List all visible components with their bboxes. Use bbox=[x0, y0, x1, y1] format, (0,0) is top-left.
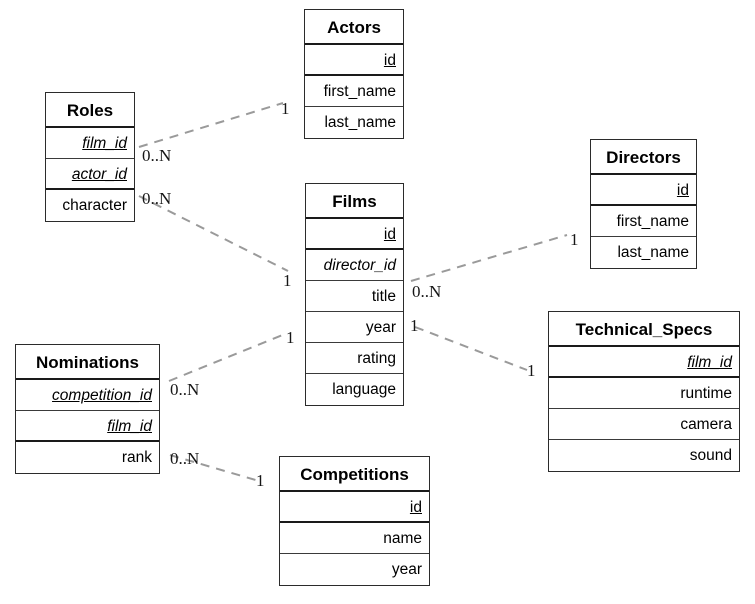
entity-title-roles: Roles bbox=[46, 93, 134, 128]
attribute-label: film_id bbox=[82, 135, 127, 152]
attribute-label: title bbox=[371, 288, 396, 305]
entity-title-competitions: Competitions bbox=[280, 457, 429, 492]
attribute-label: year bbox=[365, 319, 396, 336]
attribute-films-language[interactable]: language bbox=[306, 374, 403, 405]
entity-title-actors: Actors bbox=[305, 10, 403, 45]
attribute-technical_specs-runtime[interactable]: runtime bbox=[549, 378, 739, 409]
attribute-label: year bbox=[391, 561, 422, 578]
entity-title-technical_specs: Technical_Specs bbox=[549, 312, 739, 347]
attribute-roles-actor_id[interactable]: actor_id bbox=[46, 159, 134, 190]
attribute-roles-film_id[interactable]: film_id bbox=[46, 128, 134, 159]
cardinality-roles-actors-target: 1 bbox=[281, 99, 290, 118]
attribute-label: runtime bbox=[680, 385, 732, 402]
attribute-nominations-rank[interactable]: rank bbox=[16, 442, 159, 473]
attribute-label: film_id bbox=[107, 418, 152, 435]
attribute-actors-last_name[interactable]: last_name bbox=[305, 107, 403, 138]
attribute-label: first_name bbox=[323, 83, 396, 100]
cardinality-roles-actors-source: 0..N bbox=[142, 146, 172, 165]
attribute-label: rating bbox=[357, 350, 396, 367]
attribute-label: character bbox=[62, 197, 127, 214]
attribute-films-id[interactable]: id bbox=[306, 219, 403, 250]
cardinality-nominations-competitions-source: 0..N bbox=[170, 449, 200, 468]
attribute-directors-first_name[interactable]: first_name bbox=[591, 206, 696, 237]
entity-title-films: Films bbox=[306, 184, 403, 219]
entity-directors[interactable]: Directors id first_name last_name bbox=[590, 139, 697, 269]
relationship-line-roles-actors bbox=[138, 102, 284, 148]
attribute-label: camera bbox=[680, 416, 732, 433]
attribute-competitions-year[interactable]: year bbox=[280, 554, 429, 585]
attribute-label: id bbox=[409, 499, 422, 516]
attribute-label: last_name bbox=[324, 114, 396, 131]
attribute-technical_specs-film_id[interactable]: film_id bbox=[549, 347, 739, 378]
attribute-technical_specs-camera[interactable]: camera bbox=[549, 409, 739, 440]
cardinality-films-technical_specs-target: 1 bbox=[527, 361, 536, 380]
entity-roles[interactable]: Roles film_id actor_id character bbox=[45, 92, 135, 222]
attribute-label: director_id bbox=[323, 257, 396, 274]
entity-actors[interactable]: Actors id first_name last_name bbox=[304, 9, 404, 139]
cardinality-films-technical_specs-source: 1 bbox=[410, 316, 419, 335]
attribute-films-title[interactable]: title bbox=[306, 281, 403, 312]
cardinality-roles-films-source: 0..N bbox=[142, 189, 172, 208]
attribute-label: rank bbox=[121, 449, 152, 466]
attribute-actors-first_name[interactable]: first_name bbox=[305, 76, 403, 107]
attribute-directors-last_name[interactable]: last_name bbox=[591, 237, 696, 268]
attribute-label: sound bbox=[689, 447, 732, 464]
attribute-label: name bbox=[383, 530, 422, 547]
relationship-line-films-directors bbox=[410, 234, 568, 282]
cardinality-nominations-films-source: 0..N bbox=[170, 380, 200, 399]
relationship-line-films-technical_specs bbox=[414, 326, 528, 371]
cardinality-films-directors-source: 0..N bbox=[412, 282, 442, 301]
attribute-technical_specs-sound[interactable]: sound bbox=[549, 440, 739, 471]
attribute-directors-id[interactable]: id bbox=[591, 175, 696, 206]
cardinality-nominations-competitions-target: 1 bbox=[256, 471, 265, 490]
attribute-films-director_id[interactable]: director_id bbox=[306, 250, 403, 281]
cardinality-nominations-films-target: 1 bbox=[286, 328, 295, 347]
attribute-nominations-competition_id[interactable]: competition_id bbox=[16, 380, 159, 411]
attribute-competitions-id[interactable]: id bbox=[280, 492, 429, 523]
entity-competitions[interactable]: Competitions id name year bbox=[279, 456, 430, 586]
cardinality-films-directors-target: 1 bbox=[570, 230, 579, 249]
attribute-label: competition_id bbox=[52, 387, 152, 404]
attribute-films-year[interactable]: year bbox=[306, 312, 403, 343]
entity-title-nominations: Nominations bbox=[16, 345, 159, 380]
attribute-nominations-film_id[interactable]: film_id bbox=[16, 411, 159, 442]
attribute-label: last_name bbox=[617, 244, 689, 261]
attribute-label: film_id bbox=[687, 354, 732, 371]
attribute-label: id bbox=[383, 52, 396, 69]
attribute-label: id bbox=[676, 182, 689, 199]
attribute-roles-character[interactable]: character bbox=[46, 190, 134, 221]
attribute-films-rating[interactable]: rating bbox=[306, 343, 403, 374]
attribute-label: id bbox=[383, 226, 396, 243]
cardinality-roles-films-target: 1 bbox=[283, 271, 292, 290]
attribute-label: actor_id bbox=[71, 166, 127, 183]
attribute-label: language bbox=[332, 381, 396, 398]
entity-title-directors: Directors bbox=[591, 140, 696, 175]
relationship-line-nominations-films bbox=[168, 333, 286, 382]
attribute-actors-id[interactable]: id bbox=[305, 45, 403, 76]
attribute-competitions-name[interactable]: name bbox=[280, 523, 429, 554]
attribute-label: first_name bbox=[616, 213, 689, 230]
